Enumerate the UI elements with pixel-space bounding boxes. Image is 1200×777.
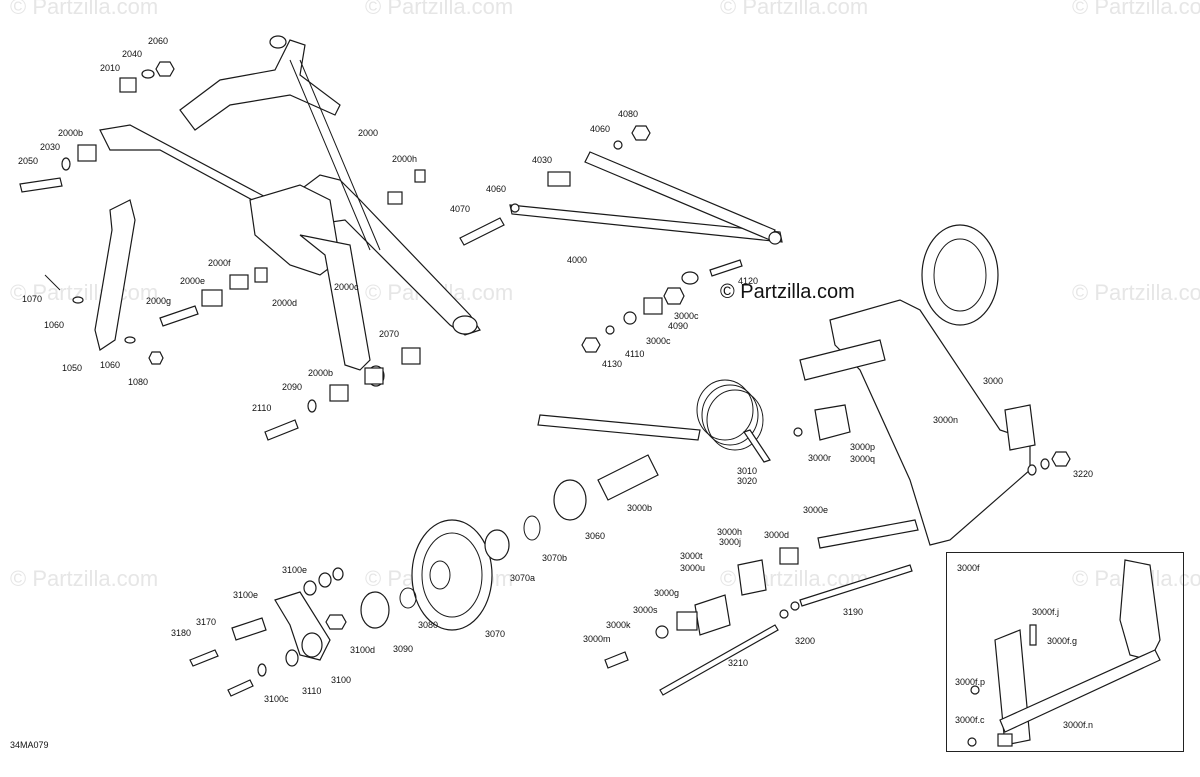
- part-label: 4080: [618, 109, 639, 119]
- idler-wheel-3070: [360, 479, 587, 631]
- diagram-code: 34MA079: [10, 740, 49, 750]
- inset-bracket-3000f: [967, 559, 1161, 747]
- part-label: 3000c: [674, 311, 699, 321]
- part-label: 1060: [44, 320, 65, 330]
- part-label: 3100: [331, 675, 352, 685]
- part-label: 3100d: [350, 645, 376, 655]
- part-label: 3080: [418, 620, 439, 630]
- part-label: 4110: [625, 349, 645, 359]
- part-label: 2000d: [272, 298, 298, 308]
- watermark: © Partzilla.com: [10, 280, 159, 305]
- part-label: 2030: [40, 142, 61, 152]
- part-label: 4030: [532, 155, 553, 165]
- part-label: 2000h: [392, 154, 418, 164]
- part-label: 3190: [843, 607, 864, 617]
- tie-rods-4000: [459, 125, 783, 353]
- part-label: 3110: [302, 686, 322, 696]
- part-label: 3170: [196, 617, 217, 627]
- part-label: 4130: [602, 359, 623, 369]
- part-label: 2060: [148, 36, 169, 46]
- part-label: 4060: [486, 184, 507, 194]
- part-label: 4070: [450, 204, 471, 214]
- upper-arm-2000: [99, 35, 481, 387]
- part-label: 3000f.c: [955, 715, 985, 725]
- rear-frame-3000: [537, 224, 1036, 546]
- part-label: 3000r: [808, 453, 832, 463]
- part-label: 3100e: [233, 590, 259, 600]
- part-label: 2000e: [180, 276, 206, 286]
- part-label: 2050: [18, 156, 39, 166]
- brand-logo: © Partzilla.com: [720, 281, 855, 303]
- watermark: © Partzilla.com: [10, 566, 159, 591]
- part-label: 3100e: [282, 565, 308, 575]
- part-label: 3000c: [646, 336, 671, 346]
- part-label: 2090: [282, 382, 303, 392]
- part-label: 3000f.g: [1047, 636, 1078, 646]
- part-label: 3000e: [803, 505, 829, 515]
- part-label: 2010: [100, 63, 121, 73]
- part-label: 4090: [668, 321, 689, 331]
- part-label: 3070: [485, 629, 506, 639]
- part-label: 3000m: [583, 634, 611, 644]
- inset-title: 3000f: [957, 563, 980, 573]
- part-label: 3060: [585, 531, 606, 541]
- part-label: 3070a: [510, 573, 536, 583]
- part-label: 3000g: [654, 588, 680, 598]
- lower-links-3100: [189, 427, 1071, 697]
- inset-frame: 3000f: [946, 552, 1184, 752]
- part-label: 3020: [737, 476, 758, 486]
- part-label: 2000f: [208, 258, 231, 268]
- part-label: 2000c: [334, 282, 359, 292]
- part-label: 4000: [567, 255, 588, 265]
- part-label: 3000h: [717, 527, 743, 537]
- watermark: © Partzilla.com: [1072, 0, 1200, 19]
- part-label: 3010: [737, 466, 758, 476]
- watermark: © Partzilla.com: [365, 0, 514, 19]
- hardware-parts: [19, 61, 426, 441]
- part-label: 3000t: [680, 551, 703, 561]
- part-label: 2000b: [58, 128, 84, 138]
- part-label: 3180: [171, 628, 192, 638]
- part-label: 3200: [795, 636, 816, 646]
- part-label: 3000j: [719, 537, 742, 547]
- part-label: 2110: [252, 403, 272, 413]
- part-label: 3000n: [933, 415, 959, 425]
- part-label: 1070: [22, 294, 43, 304]
- part-label: 3000b: [627, 503, 653, 513]
- part-label: 2040: [122, 49, 143, 59]
- part-label: 3000k: [606, 620, 631, 630]
- part-label: 3220: [1073, 469, 1094, 479]
- part-label: 3000s: [633, 605, 658, 615]
- part-label: 1050: [62, 363, 83, 373]
- part-label: 3000f.n: [1063, 720, 1094, 730]
- part-label: 3070b: [542, 553, 568, 563]
- part-label: 3000d: [764, 530, 790, 540]
- part-label: 4060: [590, 124, 611, 134]
- part-label: 2070: [379, 329, 400, 339]
- part-label: 3000p: [850, 442, 876, 452]
- part-label: 3000u: [680, 563, 706, 573]
- watermark: © Partzilla.com: [1072, 280, 1200, 305]
- part-label: 3000f.j: [1032, 607, 1060, 617]
- watermark: © Partzilla.com: [10, 0, 159, 19]
- part-label: 1060: [100, 360, 121, 370]
- part-label: 2000g: [146, 296, 172, 306]
- part-label: 3000f.p: [955, 677, 986, 687]
- watermark: © Partzilla.com: [720, 0, 869, 19]
- part-label: 2000: [358, 128, 379, 138]
- part-label: 1080: [128, 377, 149, 387]
- part-label: 2000b: [308, 368, 334, 378]
- part-label: 3090: [393, 644, 414, 654]
- part-label: 3100c: [264, 694, 289, 704]
- part-label: 3210: [728, 658, 749, 668]
- part-label: 3000: [983, 376, 1004, 386]
- part-label: 4120: [738, 276, 759, 286]
- part-label: 3000q: [850, 454, 876, 464]
